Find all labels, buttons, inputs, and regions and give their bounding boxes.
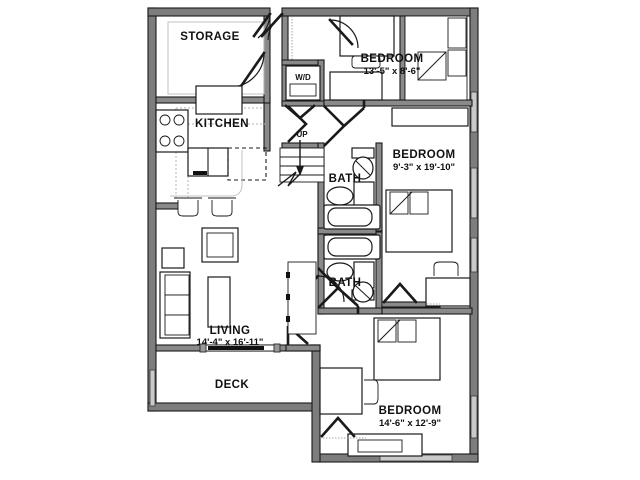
room-bedroom-lower: BEDROOM 14'-6" x 12'-9": [319, 317, 442, 457]
bed-icon: [385, 189, 453, 253]
bed-icon: [373, 317, 441, 381]
living-label: LIVING: [210, 325, 251, 337]
bar-stool-icon: [174, 197, 202, 217]
living-dimensions: 14'-4" x 16'-11": [197, 337, 264, 348]
room-storage: STORAGE: [167, 21, 265, 95]
window-icon: [149, 369, 156, 407]
bar-stool-icon: [208, 197, 236, 217]
desk-icon: [319, 367, 379, 415]
deck-slider-door: [199, 343, 281, 353]
room-kitchen: KITCHEN: [155, 85, 267, 217]
bed-icon: [339, 15, 395, 69]
stairs-up: UP: [277, 130, 325, 187]
washer-dryer-closet: W/D: [284, 65, 321, 120]
side-table-icon: [161, 247, 185, 269]
refrigerator-icon: [195, 85, 243, 115]
desk-icon: [425, 261, 471, 307]
bathtub-icon: [323, 204, 381, 230]
closet-icon: [404, 15, 468, 101]
linen-closet: [286, 261, 317, 335]
room-bath-upper: BATH: [323, 147, 381, 230]
bedroom-upper-label: BEDROOM: [361, 53, 424, 65]
storage-label: STORAGE: [180, 31, 239, 43]
bedroom-lower-dimensions: 14'-6" x 12'-9": [379, 418, 441, 429]
bedroom-upper-door: [328, 18, 359, 49]
bedroom-lower-label: BEDROOM: [379, 405, 442, 417]
coffee-table-icon: [207, 276, 231, 328]
sofa-icon: [159, 271, 191, 339]
bath-lower-label: BATH: [329, 277, 362, 289]
room-bedroom-upper: BEDROOM 13'-5" x 8'-6": [329, 15, 468, 101]
kitchen-island-icon: [227, 147, 267, 181]
washer-dryer-label: W/D: [295, 73, 311, 82]
bath-sink-icon: [326, 181, 375, 209]
bedroom-upper-dimensions: 13'-5" x 8'-6": [364, 66, 421, 77]
dresser-icon: [347, 433, 423, 457]
window-icon: [470, 237, 478, 273]
armchair-icon: [201, 227, 239, 263]
windows: [149, 91, 478, 462]
kitchen-label: KITCHEN: [195, 118, 249, 130]
window-icon: [470, 91, 478, 133]
stairs-up-label: UP: [296, 130, 308, 139]
window-icon: [470, 167, 478, 219]
dresser-icon: [329, 71, 383, 101]
bedroom-lower-door: [320, 416, 366, 439]
bath-sink-icon: [326, 261, 375, 289]
toilet-icon: [351, 281, 375, 303]
toilet-icon: [351, 147, 375, 180]
entry-door: [252, 12, 284, 41]
window-icon: [470, 395, 478, 439]
room-deck: DECK: [215, 379, 249, 391]
range-stove-icon: [155, 109, 189, 153]
room-bath-lower: BATH: [323, 234, 381, 303]
bedroom-middle-door: [382, 282, 440, 305]
bedroom-middle-label: BEDROOM: [393, 149, 456, 161]
room-living: LIVING 14'-4" x 16'-11": [159, 227, 264, 348]
bathtub-icon: [323, 234, 381, 260]
bedroom-middle-dimensions: 9'-3" x 19'-10": [393, 162, 455, 173]
bath-upper-label: BATH: [329, 173, 362, 185]
deck-label: DECK: [215, 379, 249, 391]
kitchen-sink-icon: [187, 147, 229, 177]
room-bedroom-middle: BEDROOM 9'-3" x 19'-10": [385, 107, 471, 307]
dresser-icon: [391, 107, 469, 127]
